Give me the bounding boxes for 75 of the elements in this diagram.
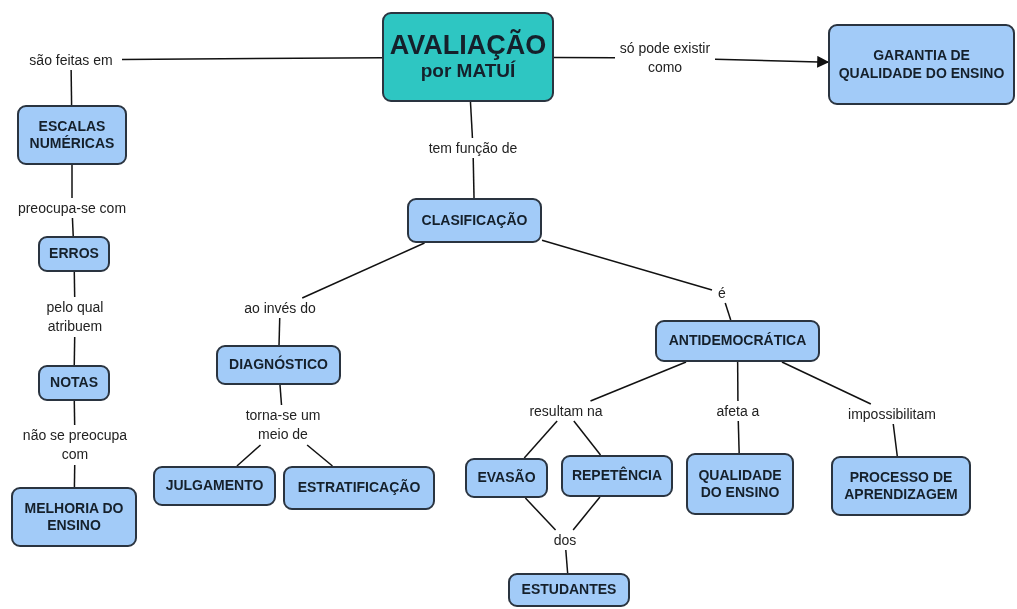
title-box: [382, 12, 554, 102]
connector-line: [71, 164, 73, 199]
connector-line: [306, 444, 334, 467]
linking-phrase: preocupa-se com: [8, 198, 136, 218]
linking-phrase: não se preocupa com: [12, 425, 138, 465]
connector-line: [565, 549, 569, 574]
connector-line: [523, 420, 558, 459]
connector-line: [737, 420, 740, 454]
connector-line: [589, 361, 687, 402]
concept-box: [283, 466, 435, 510]
concept-box: [11, 487, 137, 547]
connector-line: [73, 400, 76, 426]
concept-box: [686, 453, 794, 515]
connector-line: [469, 101, 474, 139]
concept-label: ESTUDANTES: [521, 581, 617, 599]
linking-phrase: afeta a: [706, 401, 770, 421]
connector-line: [71, 217, 74, 237]
connector-line: [572, 496, 601, 531]
connector-line: [892, 423, 898, 457]
concept-box: [38, 236, 110, 272]
concept-label: GARANTIA DE QUALIDADE DO ENSINO: [837, 47, 1006, 82]
concept-box: [17, 105, 127, 165]
concept-box: [655, 320, 820, 362]
connector-line: [278, 317, 281, 346]
concept-box: [828, 24, 1015, 105]
connector-line: [573, 420, 602, 456]
concept-box: [465, 458, 548, 498]
linking-phrase: tem função de: [420, 138, 526, 158]
linking-phrase: impossibilitam: [836, 404, 948, 424]
arrow: [714, 55, 830, 68]
connector-line: [70, 69, 73, 106]
concept-label: ESCALAS NUMÉRICAS: [28, 117, 116, 153]
connector-line: [279, 384, 283, 406]
concept-box: [407, 198, 542, 243]
concept-box: [153, 466, 276, 506]
concept-label: ERROS: [49, 245, 99, 263]
concept-box: [831, 456, 971, 516]
concept-label: PROCESSO DE APRENDIZAGEM: [843, 468, 959, 504]
connector-line: [73, 336, 76, 366]
linking-phrase: resultam na: [520, 401, 612, 421]
linking-phrase: são feitas em: [20, 50, 122, 70]
concept-label: NOTAS: [50, 374, 98, 392]
connector-line: [553, 56, 616, 59]
connector-line: [524, 497, 557, 531]
concept-label: ANTIDEMOCRÁTICA: [668, 332, 807, 350]
connector-line: [301, 242, 426, 299]
linking-phrase: só pode existir como: [615, 38, 715, 78]
connector-line: [73, 271, 76, 298]
concept-box: [38, 365, 110, 401]
connector-line: [781, 361, 872, 405]
concept-label: EVASÃO: [477, 469, 536, 487]
concept-box: [561, 455, 673, 497]
linking-phrase: torna-se um meio de: [230, 405, 336, 445]
linking-phrase: ao invés do: [230, 298, 330, 318]
connector-line: [236, 444, 262, 467]
connector-line: [472, 157, 475, 199]
concept-label: CLASIFICAÇÃO: [421, 211, 528, 230]
concept-box: [216, 345, 341, 385]
concept-box: [508, 573, 630, 607]
concept-label: DIAGNÓSTICO: [229, 356, 328, 374]
linking-phrase: dos: [547, 530, 583, 550]
linking-phrase: é: [712, 283, 732, 303]
connector-line: [736, 361, 739, 402]
subtitle-text: por MATUÍ: [420, 60, 516, 84]
connector-line: [73, 464, 76, 488]
concept-label: REPETÊNCIA: [571, 467, 663, 485]
connector-line: [541, 239, 713, 291]
linking-phrase: pelo qual atribuem: [33, 297, 117, 337]
concept-label: JULGAMENTO: [165, 477, 264, 495]
connector-line: [724, 302, 732, 321]
concept-label: QUALIDADE DO ENSINO: [697, 466, 783, 502]
connector-line: [121, 56, 383, 61]
concept-label: ESTRATIFICAÇÃO: [297, 479, 421, 497]
title-text: AVALIAÇÃO: [389, 30, 547, 61]
concept-label: MELHORIA DO ENSINO: [23, 499, 125, 535]
